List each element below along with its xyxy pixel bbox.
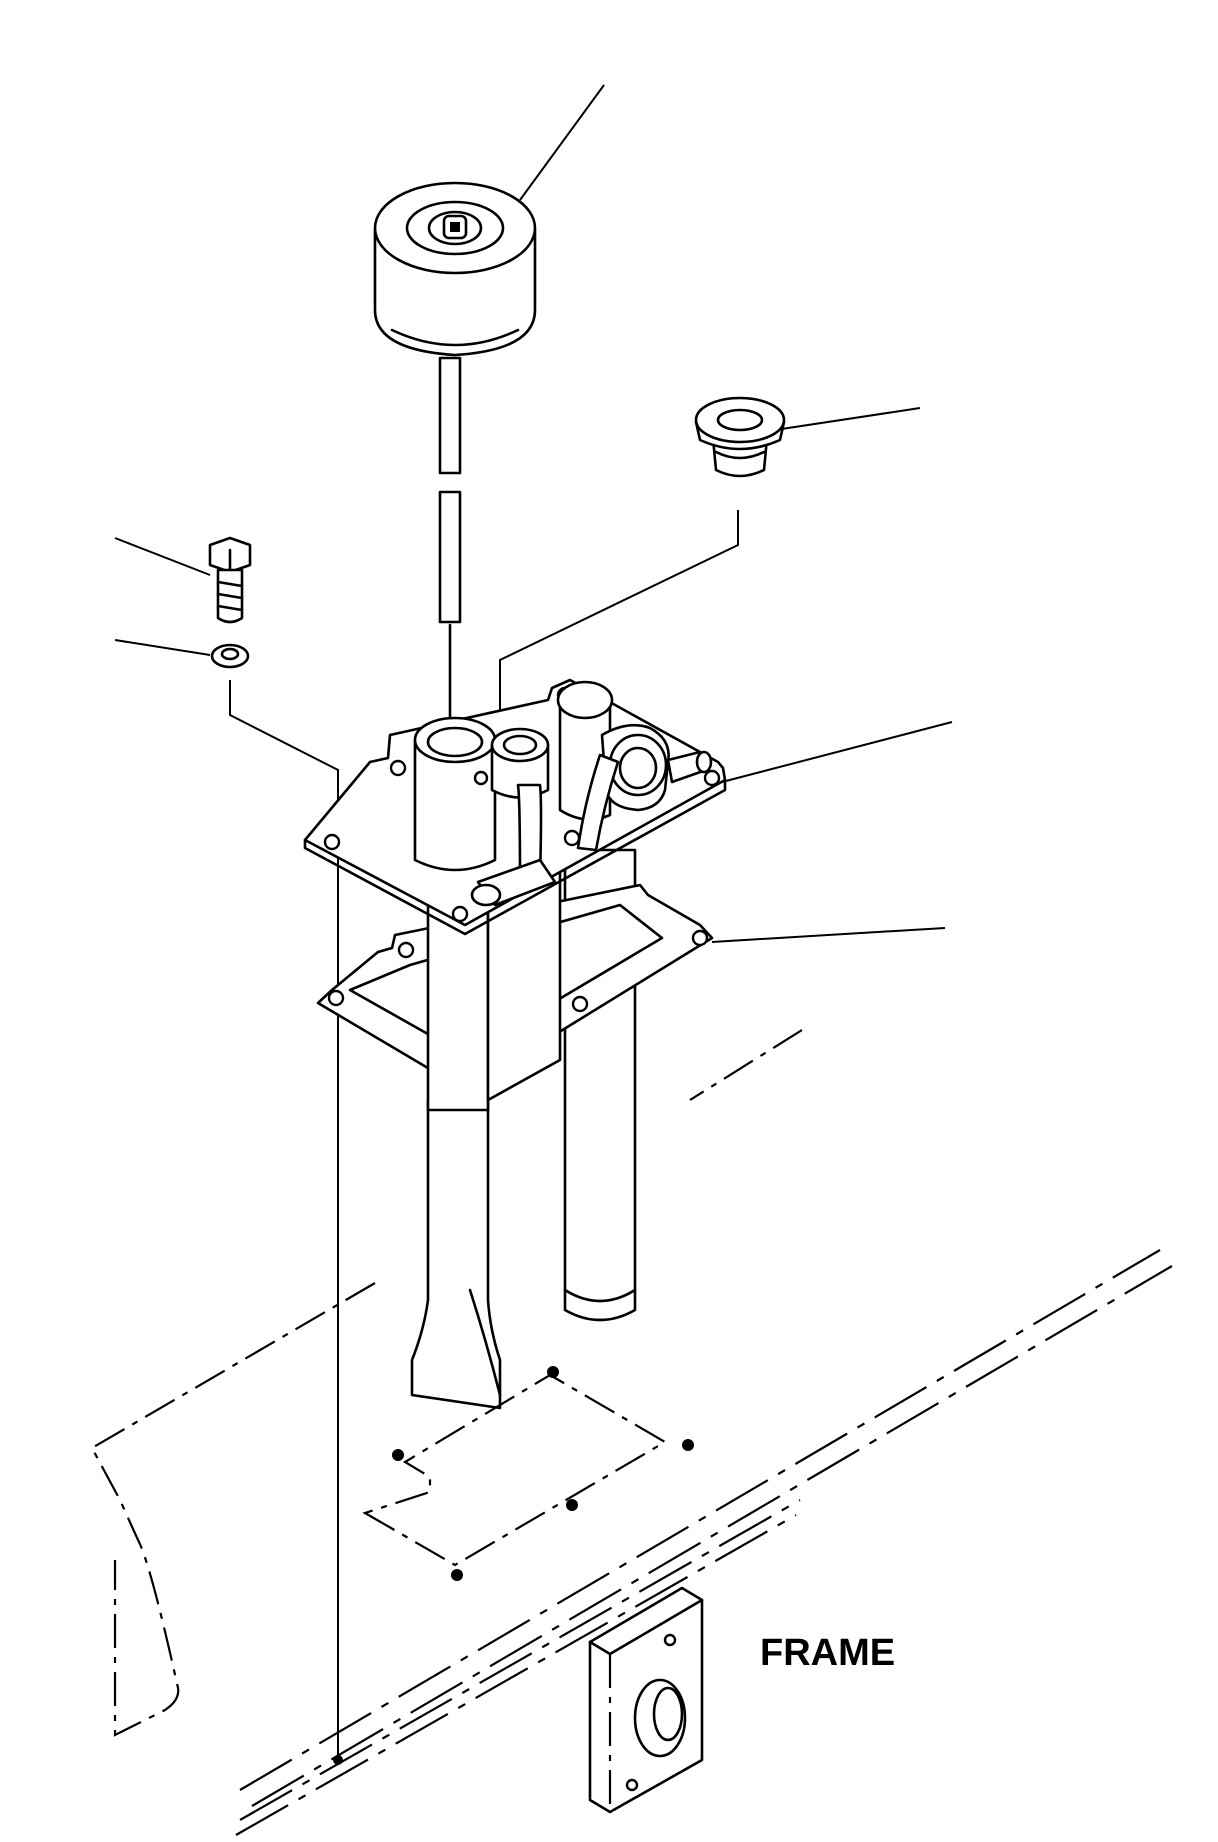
leader-washer-to-hole (229, 680, 339, 1760)
rubber-grommet (694, 396, 786, 478)
leader-grommet (774, 407, 921, 431)
leader-washer (114, 639, 211, 656)
hex-bolt (208, 536, 252, 624)
plate-fittings (413, 680, 713, 907)
leader-gasket (711, 927, 946, 943)
control-rod (438, 356, 462, 732)
frame-bracket (588, 1586, 704, 1814)
leader-knob (519, 84, 605, 201)
frame-label: FRAME (760, 1632, 895, 1674)
leader-cover-plate (721, 721, 953, 783)
housing-body (426, 868, 562, 1112)
leader-bolt (114, 537, 211, 576)
leader-lines (114, 84, 953, 1765)
leader-grommet-to-port (499, 510, 739, 730)
frame-outline (90, 1029, 1173, 1836)
lock-washer (210, 643, 250, 669)
control-knob (373, 181, 537, 357)
